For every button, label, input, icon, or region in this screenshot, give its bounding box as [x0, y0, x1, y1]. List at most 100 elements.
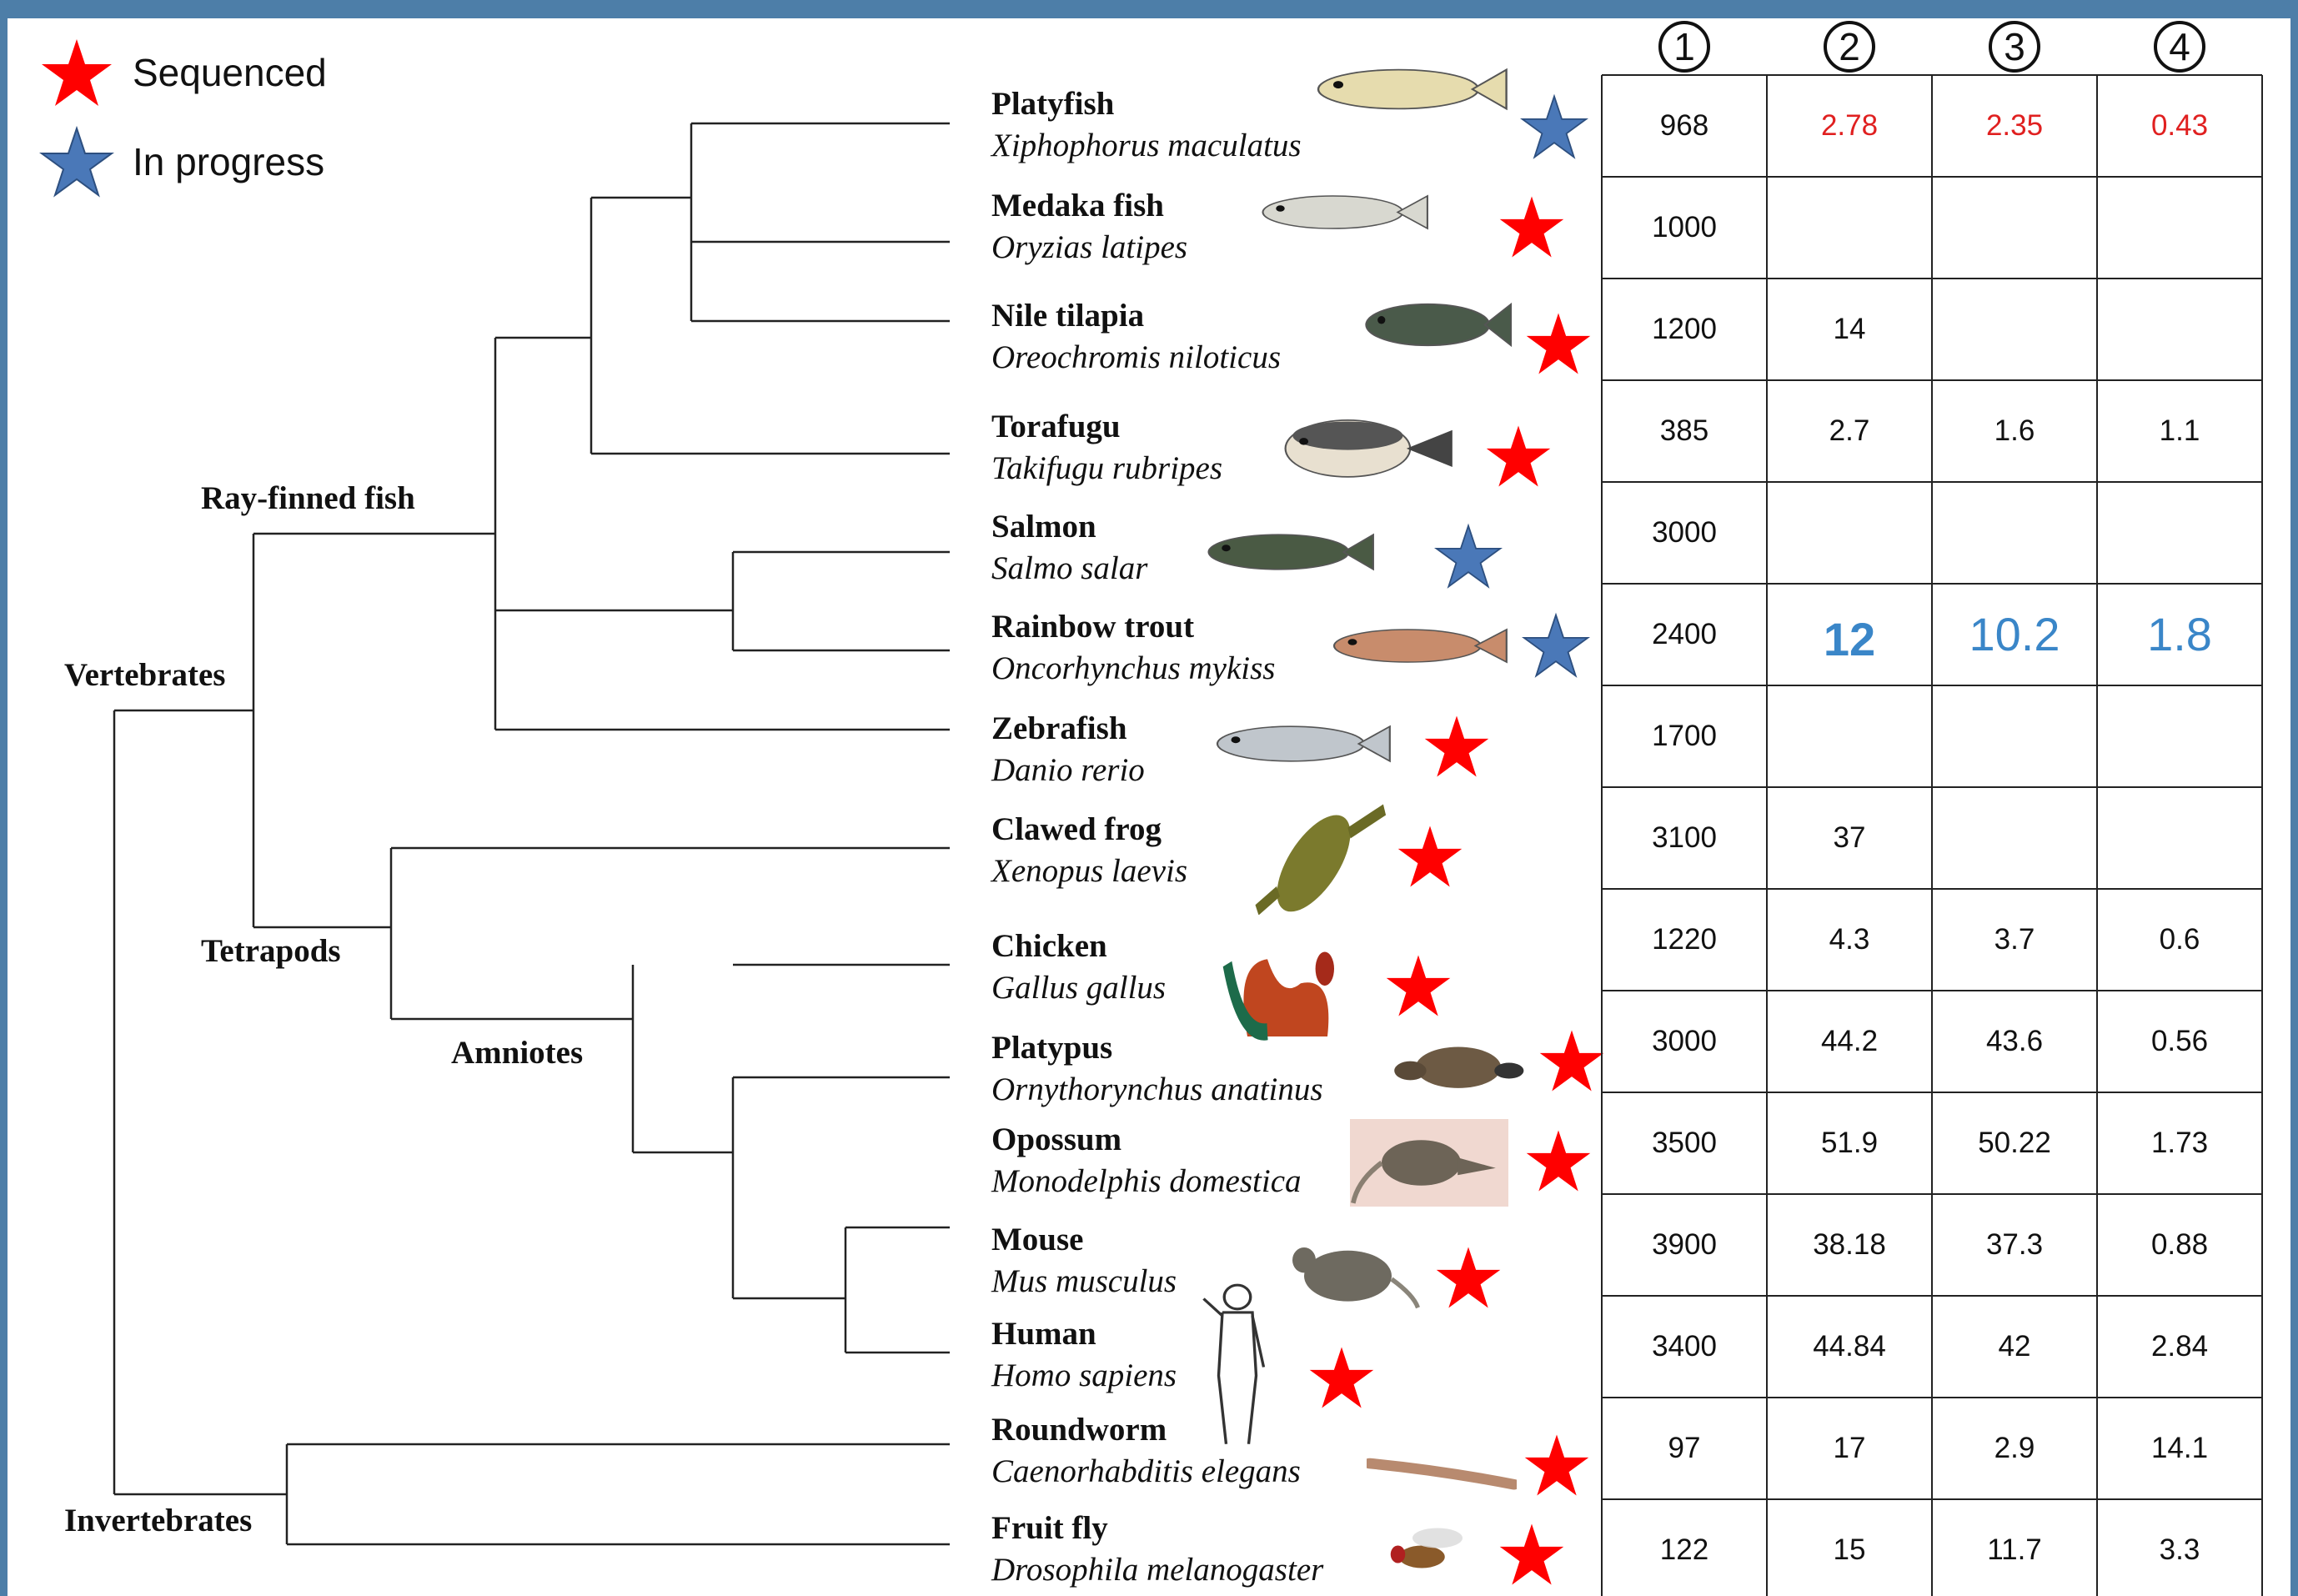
worm-icon	[1367, 1458, 1517, 1490]
star-icon-sequenced	[1526, 313, 1591, 374]
table-cell: 1.1	[2159, 414, 2200, 447]
table-cell: 50.22	[1978, 1127, 2051, 1159]
star-icon-sequenced	[1386, 955, 1451, 1016]
table-cell: 3100	[1652, 821, 1717, 854]
species-common-name: Platypus	[991, 1030, 1113, 1066]
table-cell: 0.43	[2150, 109, 2209, 142]
table-cell: 3.7	[1994, 923, 2035, 956]
star-icon-in-progress	[1522, 612, 1590, 678]
fish-icon	[1262, 194, 1428, 230]
table-cell: 44.84	[1813, 1330, 1886, 1363]
species-scientific-name: Oryzias latipes	[991, 229, 1188, 265]
species-scientific-name: Salmo salar	[991, 550, 1148, 586]
species-scientific-name: Oncorhynchus mykiss	[991, 650, 1276, 686]
star-icon-sequenced	[1486, 425, 1551, 487]
table-cell: 11.7	[1987, 1533, 2042, 1566]
species-scientific-name: Xenopus laevis	[991, 853, 1188, 889]
table-cell: 3900	[1652, 1228, 1717, 1261]
frog-icon	[1255, 804, 1387, 915]
mouse-icon	[1292, 1247, 1420, 1309]
table-cell: 1200	[1652, 313, 1717, 345]
table-cell: 10.2	[1969, 608, 2060, 660]
species-common-name: Rainbow trout	[991, 609, 1195, 645]
clade-label-tetrapods: Tetrapods	[201, 933, 341, 969]
species-scientific-name: Danio rerio	[991, 752, 1145, 788]
species-scientific-name: Drosophila melanogaster	[991, 1552, 1324, 1588]
table-cell: 968	[1659, 109, 1709, 142]
species-common-name: Human	[991, 1316, 1096, 1352]
figure-panel: Sequenced In progress Ray-finned fish Ve…	[8, 18, 2290, 1596]
table-cell: 1.73	[2150, 1127, 2209, 1159]
table-cell: 1.8	[2147, 608, 2212, 660]
table-cell: 37	[1833, 821, 1866, 854]
column-header: 3	[1989, 21, 2040, 73]
species-common-name: Zebrafish	[991, 710, 1127, 746]
rooster-icon	[1222, 951, 1334, 1041]
star-icon-sequenced	[1424, 715, 1489, 777]
species-common-name: Mouse	[991, 1222, 1084, 1257]
table-cell: 44.2	[1820, 1025, 1879, 1057]
star-icon-sequenced	[1524, 1434, 1589, 1496]
star-icon-in-progress	[1520, 93, 1588, 159]
table-cell: 14	[1833, 313, 1866, 345]
table-cell: 4.3	[1829, 923, 1870, 956]
human-icon	[1202, 1283, 1266, 1444]
table-cell: 3500	[1652, 1127, 1717, 1159]
species-scientific-name: Gallus gallus	[991, 970, 1167, 1006]
star-icon-sequenced	[1526, 1130, 1591, 1192]
table-cell: 3.3	[2159, 1533, 2200, 1566]
table-cell: 17	[1833, 1432, 1866, 1464]
column-header: 4	[2154, 21, 2205, 73]
fish-icon	[1216, 725, 1391, 763]
star-icon-sequenced	[42, 39, 112, 106]
star-icon-sequenced	[1499, 196, 1564, 258]
table-cell: 122	[1659, 1533, 1709, 1566]
table-cell: 1.6	[1994, 414, 2035, 447]
star-icon-in-progress	[39, 125, 114, 198]
table-grid	[1601, 74, 2263, 1596]
clade-label-vertebrates: Vertebrates	[64, 657, 226, 693]
species-common-name: Chicken	[991, 928, 1107, 964]
table-cell: 15	[1833, 1533, 1866, 1566]
table-cell: 1700	[1652, 720, 1717, 752]
star-icon-sequenced	[1499, 1523, 1564, 1585]
species-common-name: Nile tilapia	[991, 298, 1145, 334]
table-cell: 2.35	[1985, 109, 2044, 142]
table-cell: 3000	[1652, 516, 1717, 549]
star-icon-in-progress	[1434, 523, 1503, 589]
table-cell: 51.9	[1820, 1127, 1879, 1159]
clade-label-invertebrates: Invertebrates	[64, 1503, 253, 1538]
star-icon-sequenced	[1539, 1030, 1604, 1092]
table-cell: 2400	[1652, 618, 1717, 650]
table-cell: 42	[1998, 1330, 2031, 1363]
star-icon-sequenced	[1397, 826, 1463, 887]
species-scientific-name: Ornythorynchus anatinus	[991, 1072, 1323, 1107]
species-common-name: Opossum	[991, 1122, 1122, 1157]
fish-icon	[1332, 628, 1508, 664]
star-icon-sequenced	[1436, 1247, 1501, 1308]
clade-label-amniotes: Amniotes	[451, 1035, 584, 1071]
platypus-icon	[1394, 1046, 1524, 1088]
table-cell: 0.6	[2159, 923, 2200, 956]
table-cell: 1000	[1652, 211, 1717, 243]
table-cell: 37.3	[1985, 1228, 2044, 1261]
species-scientific-name: Homo sapiens	[991, 1358, 1177, 1393]
fish-icon	[1365, 302, 1513, 348]
species-scientific-name: Takifugu rubripes	[991, 450, 1223, 486]
species-scientific-name: Monodelphis domestica	[991, 1163, 1302, 1199]
species-common-name: Medaka fish	[991, 188, 1164, 223]
column-header: 2	[1824, 21, 1875, 73]
column-header: 1	[1658, 21, 1710, 73]
table-cell: 43.6	[1985, 1025, 2044, 1057]
